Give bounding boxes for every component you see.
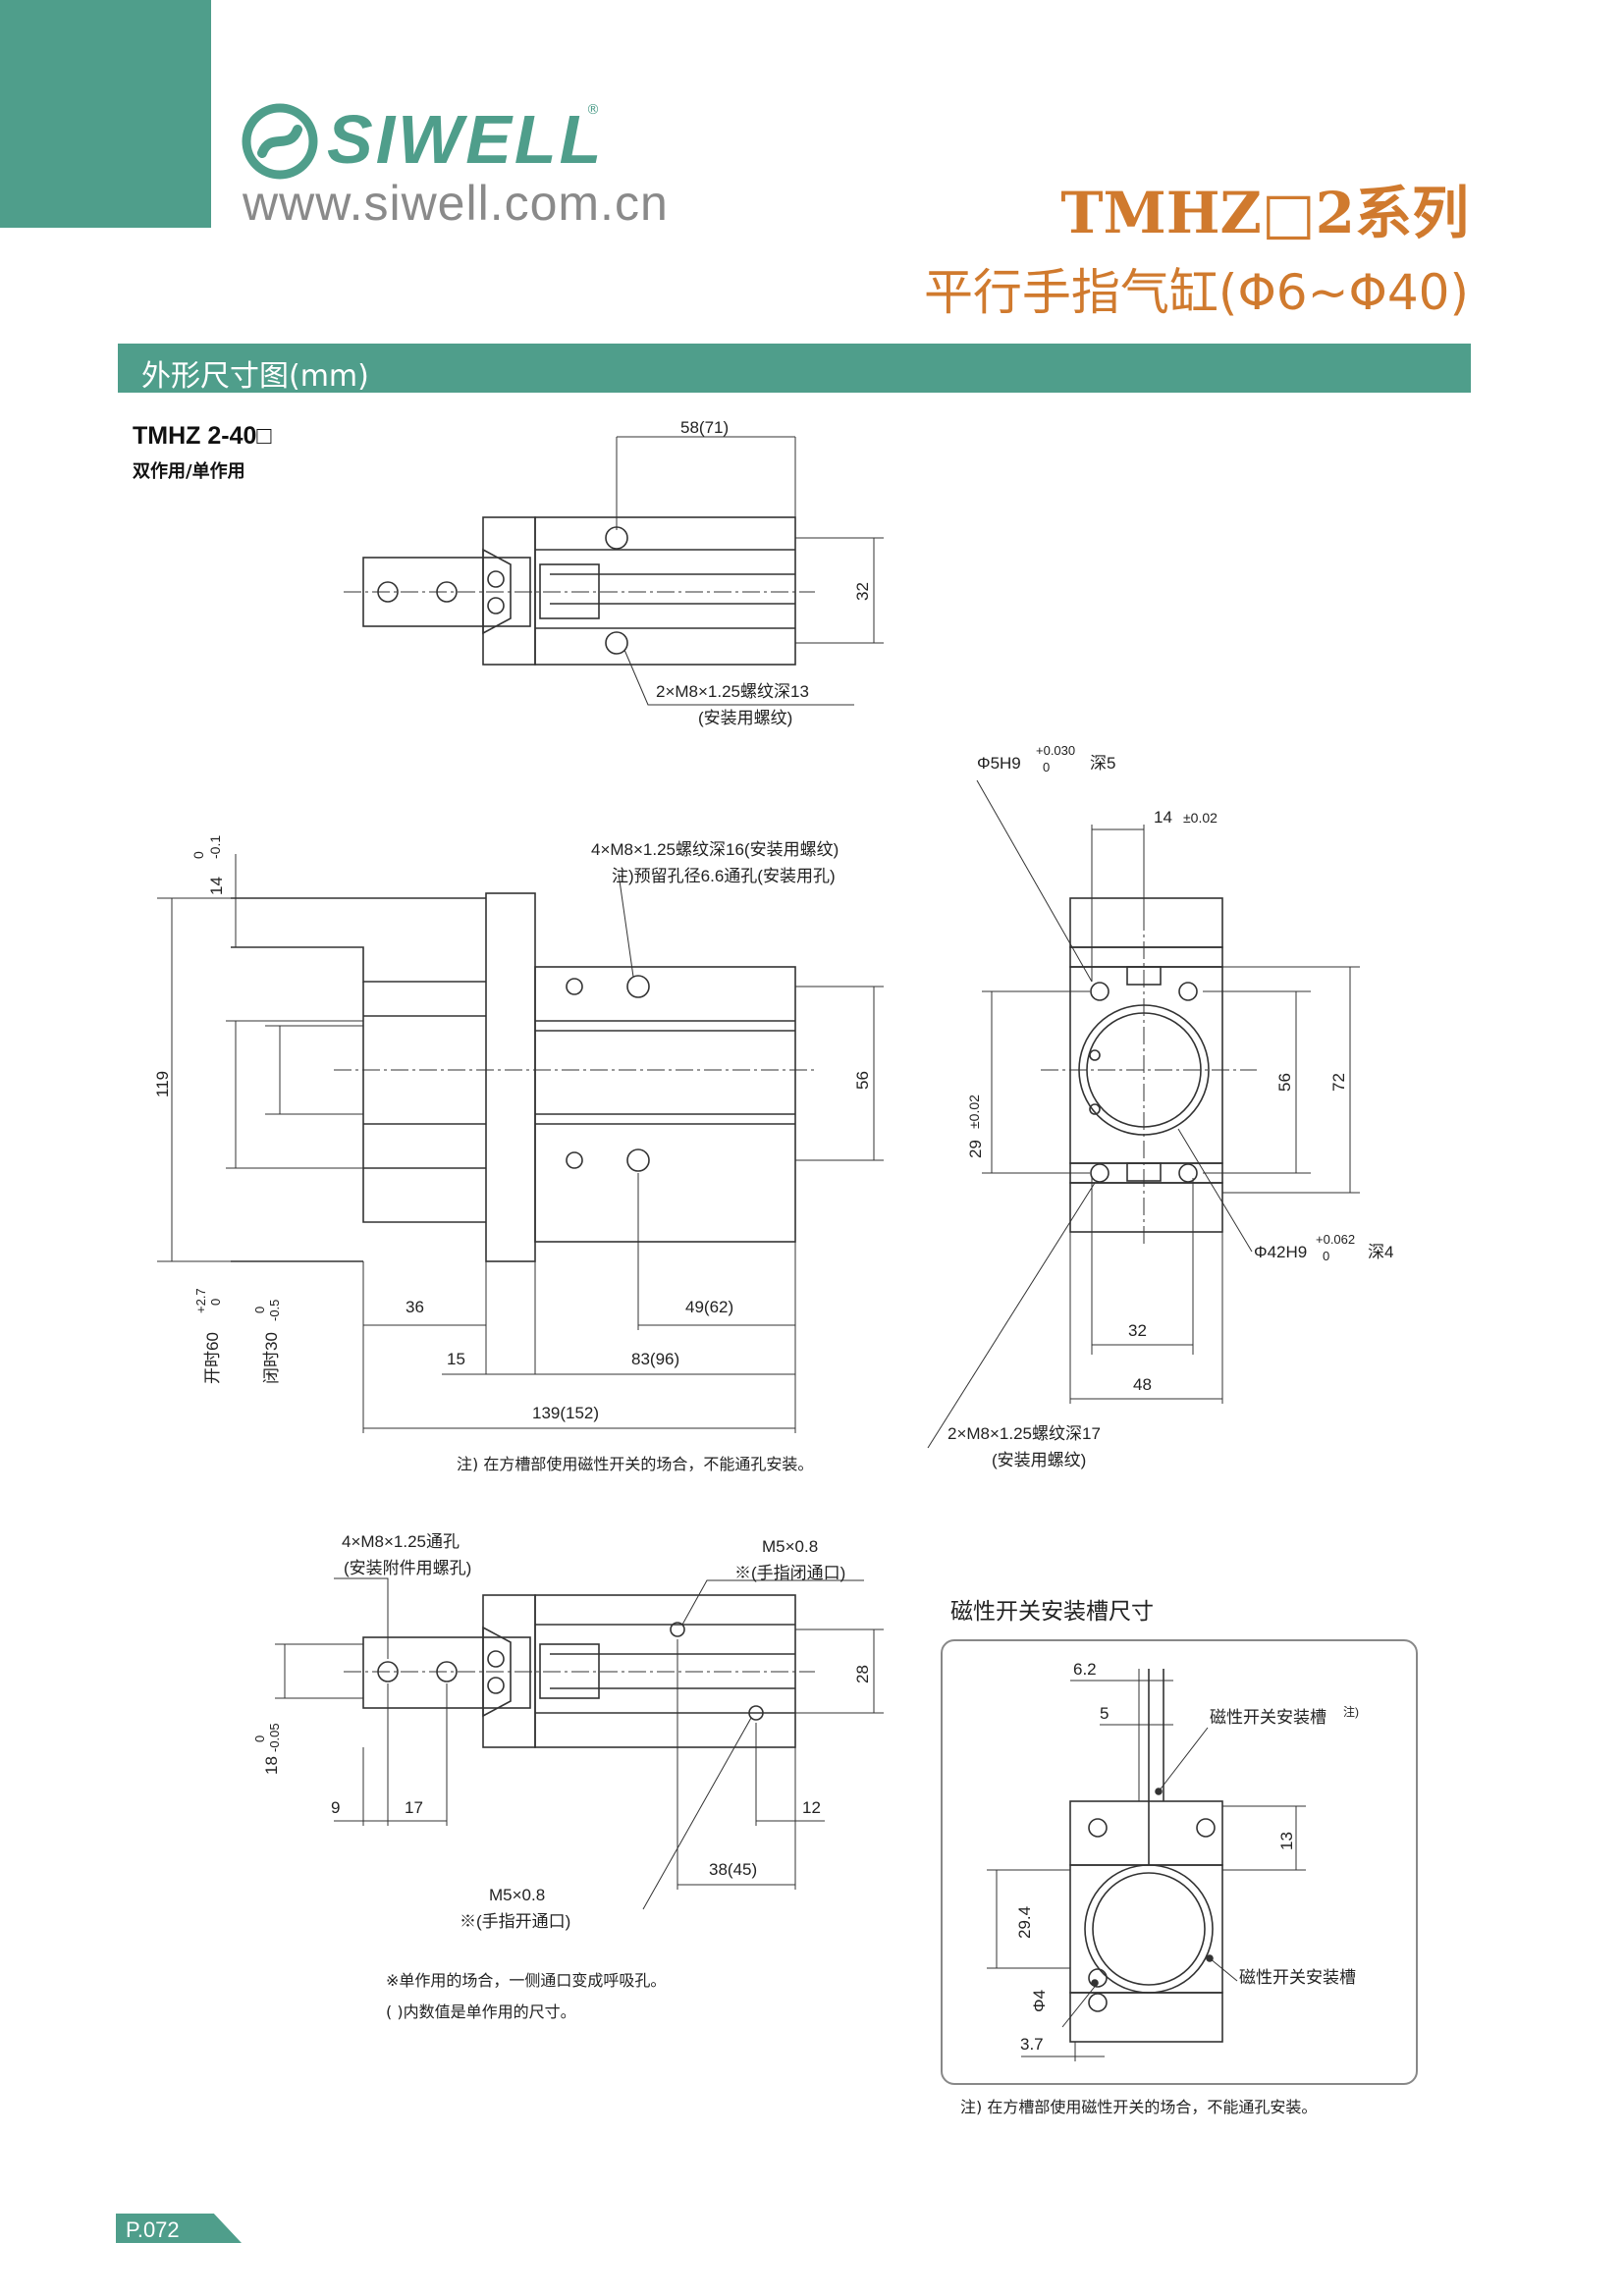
dim-bottom-12: 12: [802, 1798, 821, 1817]
section-title: 外形尺寸图(mm): [141, 359, 369, 394]
bottom-note-2: ( )内数值是单作用的尺寸。: [386, 2002, 576, 2021]
side-note: 注) 在方槽部使用磁性开关的场合，不能通孔安装。: [457, 1455, 814, 1473]
end-thread-note-sub: (安装用螺纹): [992, 1451, 1087, 1469]
dim-closed-tol-up: 0: [252, 1306, 267, 1313]
dim-slot-5: 5: [1100, 1704, 1110, 1723]
dim-open-tol-low: 0: [208, 1298, 223, 1306]
model-action: 双作用/单作用: [133, 461, 245, 482]
top-view-drawing: [344, 436, 884, 706]
dim-end-48: 48: [1133, 1375, 1152, 1394]
dim-bottom-38: 38(45): [709, 1860, 758, 1879]
side-thread-note: 4×M8×1.25螺纹深16(安装用螺纹): [591, 840, 839, 859]
dim-top-width: 58(71): [680, 418, 730, 437]
website-url[interactable]: www.siwell.com.cn: [243, 176, 669, 231]
pin-hole: Φ5H9: [977, 754, 1021, 773]
pin-tol-up: +0.030: [1036, 743, 1076, 758]
dim-bottom-9: 9: [331, 1798, 341, 1817]
switch-slot-frame: [941, 1639, 1418, 2085]
dim-slot-phi4: Φ4: [1030, 1989, 1049, 2012]
dim-side-36: 36: [406, 1298, 424, 1316]
bore-tol-low: 0: [1323, 1249, 1330, 1263]
dim-slot-13: 13: [1277, 1832, 1296, 1850]
port-open-sub: ※(手指开通口): [460, 1912, 571, 1931]
dim-bottom-18: 18: [262, 1756, 281, 1775]
side-view-drawing: [157, 854, 884, 1433]
brand-logo: SIWELL ® www.siwell.com.cn: [241, 98, 668, 236]
side-thread-note-sub: 注)预留孔径6.6通孔(安装用孔): [612, 867, 836, 885]
port-close-sub: ※(手指闭通口): [734, 1564, 846, 1582]
dim-end-29: 29: [966, 1140, 985, 1158]
dim-end-56: 56: [1275, 1073, 1294, 1092]
slot-note: 注) 在方槽部使用磁性开关的场合，不能通孔安装。: [960, 2098, 1318, 2116]
pin-depth: 深5: [1090, 754, 1116, 773]
dim-side-139: 139(152): [532, 1404, 600, 1422]
tol-upper: 0: [190, 851, 206, 859]
dim-side-83: 83(96): [631, 1350, 680, 1368]
dim-bottom-17: 17: [405, 1798, 423, 1817]
bore-tol-up: +0.062: [1316, 1232, 1356, 1247]
registered-mark: ®: [586, 102, 600, 118]
dim-bottom-18-tol-up: 0: [252, 1735, 267, 1742]
dim-side-119: 119: [153, 1070, 172, 1097]
bore: Φ42H9: [1254, 1243, 1308, 1261]
dim-open-tol-up: +2.7: [193, 1288, 208, 1313]
dim-bottom-18-tol-low: -0.05: [267, 1723, 282, 1752]
dim-open: 开时60: [203, 1332, 222, 1384]
dim-side-49: 49(62): [685, 1298, 734, 1316]
through-note: 4×M8×1.25通孔: [342, 1532, 460, 1551]
top-thread-note-sub: (安装用螺纹): [698, 709, 793, 727]
dim-bottom-28: 28: [853, 1665, 872, 1683]
header-color-block: [0, 0, 211, 228]
dim-slot-29-4: 29.4: [1015, 1905, 1034, 1939]
port-close: M5×0.8: [762, 1537, 819, 1556]
dim-end-14: 14: [1154, 808, 1172, 827]
bore-depth: 深4: [1368, 1243, 1394, 1261]
dim-side-14: 14: [207, 877, 226, 895]
bottom-view-drawing: [275, 1577, 884, 1910]
dim-side-15: 15: [447, 1350, 465, 1368]
bottom-note-1: ※单作用的场合，一侧通口变成呼吸孔。: [386, 1971, 667, 1990]
model-name: TMHZ 2-40□: [133, 422, 272, 450]
end-thread-note: 2×M8×1.25螺纹深17: [947, 1424, 1101, 1443]
logo-text: SIWELL: [327, 101, 605, 178]
switch-slot-drawing: [987, 1669, 1306, 2061]
end-view-drawing: [927, 779, 1360, 1449]
tol-lower: -0.1: [207, 834, 223, 859]
dim-top-height: 32: [853, 582, 872, 601]
dim-end-29-tol: ±0.02: [966, 1095, 982, 1129]
dim-slot-3-7: 3.7: [1020, 2035, 1044, 2054]
dim-closed: 闭时30: [262, 1332, 281, 1384]
switch-slot-title: 磁性开关安装槽尺寸: [950, 1599, 1154, 1625]
slot-label-2: 磁性开关安装槽: [1239, 1968, 1356, 1987]
page-number: P.072: [126, 2217, 180, 2242]
page-number-tab: P.072: [116, 2214, 242, 2243]
dim-slot-6-2: 6.2: [1073, 1660, 1097, 1679]
dim-end-32: 32: [1128, 1321, 1147, 1340]
dim-side-56: 56: [853, 1071, 872, 1090]
series-title: TMHZ□2系列: [1060, 180, 1469, 246]
logo-mark-icon: [242, 103, 318, 180]
port-open: M5×0.8: [489, 1886, 546, 1904]
dim-end-14-tol: ±0.02: [1183, 810, 1218, 826]
pin-tol-low: 0: [1043, 760, 1051, 774]
series-subtitle: 平行手指气缸(Φ6~Φ40): [923, 264, 1469, 321]
dim-closed-tol-low: -0.5: [267, 1299, 282, 1321]
slot-label: 磁性开关安装槽: [1210, 1708, 1326, 1727]
dim-end-72: 72: [1329, 1073, 1348, 1092]
through-note-sub: (安装附件用螺孔): [344, 1559, 472, 1577]
slot-label-note: 注): [1343, 1705, 1359, 1719]
top-thread-note: 2×M8×1.25螺纹深13: [656, 682, 809, 701]
section-bar: 外形尺寸图(mm): [118, 344, 1471, 394]
